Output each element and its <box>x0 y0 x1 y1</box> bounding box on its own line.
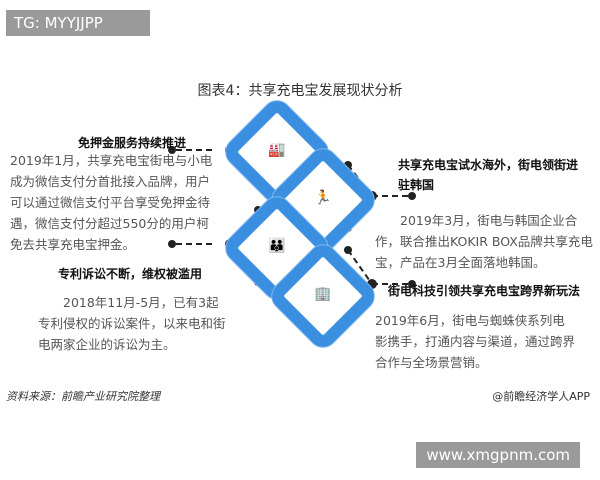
heading-overseas: 共享充电宝试水海外，街电领街进驻韩国 <box>398 158 579 192</box>
heading-patent: 专利诉讼不断，维权被滥用 <box>58 267 203 281</box>
building-icon: 🏢 <box>314 286 332 302</box>
text-deposit-free: 2019年1月，共享充电宝街电与小电成为微信支付分首批接入品牌，用户可以通过微信… <box>10 153 213 252</box>
site-watermark: www.xmgpnm.com <box>416 442 580 468</box>
heading-deposit-free: 免押金服务持续推进 <box>78 136 187 150</box>
source-note: 资料来源：前瞻产业研究院整理 <box>6 390 160 403</box>
heading-crossover: 街电科技引领共享充电宝跨界新玩法 <box>388 284 581 298</box>
text-crossover: 2019年6月，街电与蜘蛛侠系列电影携手，打通内容与渠道，通过跨界合作与全场景营… <box>375 313 576 370</box>
text-patent: 2018年11月-5月，已有3起专利侵权的诉讼案件，以来电和街电两家企业的诉讼为… <box>38 295 226 352</box>
factory-icon: 🏭 <box>268 142 286 158</box>
text-overseas: 2019年3月，街电与韩国企业合作，联合推出KOKIR BOX品牌共享充电宝，产… <box>375 213 593 270</box>
people-icon: 👪 <box>268 238 286 254</box>
runner-icon: 🏃 <box>314 190 332 206</box>
credit: @前瞻经济学人APP <box>492 390 590 403</box>
figure-title: 图表4：共享充电宝发展现状分析 <box>197 83 403 99</box>
watermark-tag: TG: MYYJJPP <box>6 10 150 36</box>
